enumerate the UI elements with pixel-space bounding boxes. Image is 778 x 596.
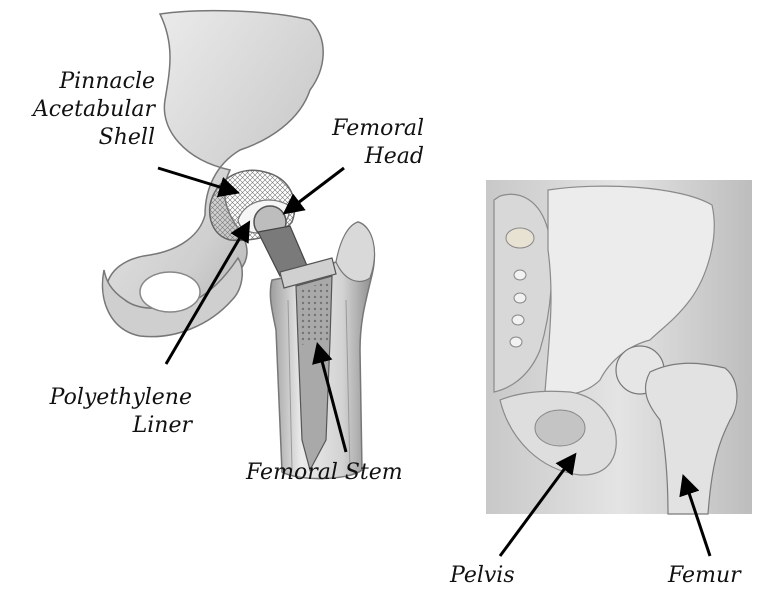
obturator-foramen-right (535, 410, 585, 446)
sacral-foramen (514, 270, 526, 280)
arrow-head (286, 168, 344, 212)
label-line: Acetabular (20, 96, 155, 124)
sacral-foramen (506, 228, 534, 248)
stem-porous-coating (298, 281, 330, 345)
label-line: Femoral (300, 115, 424, 143)
label-pelvis: Pelvis (450, 562, 515, 590)
label-pinnacle-acetabular-shell: Pinnacle Acetabular Shell (20, 68, 155, 152)
sacral-foramen (510, 337, 522, 347)
greater-trochanter (336, 222, 374, 281)
label-femoral-head: Femoral Head (300, 115, 424, 171)
label-line: Pinnacle (20, 68, 155, 96)
anatomy-illustration (486, 180, 752, 514)
sacral-foramen (512, 315, 524, 325)
obturator-foramen (140, 272, 200, 312)
sacral-foramen (514, 293, 526, 303)
label-line: Liner (20, 412, 192, 440)
label-line: Head (300, 143, 424, 171)
label-polyethylene-liner: Polyethylene Liner (20, 384, 192, 440)
label-femoral-stem: Femoral Stem (246, 459, 403, 487)
label-line: Shell (20, 124, 155, 152)
label-line: Polyethylene (20, 384, 192, 412)
label-femur: Femur (668, 562, 741, 590)
